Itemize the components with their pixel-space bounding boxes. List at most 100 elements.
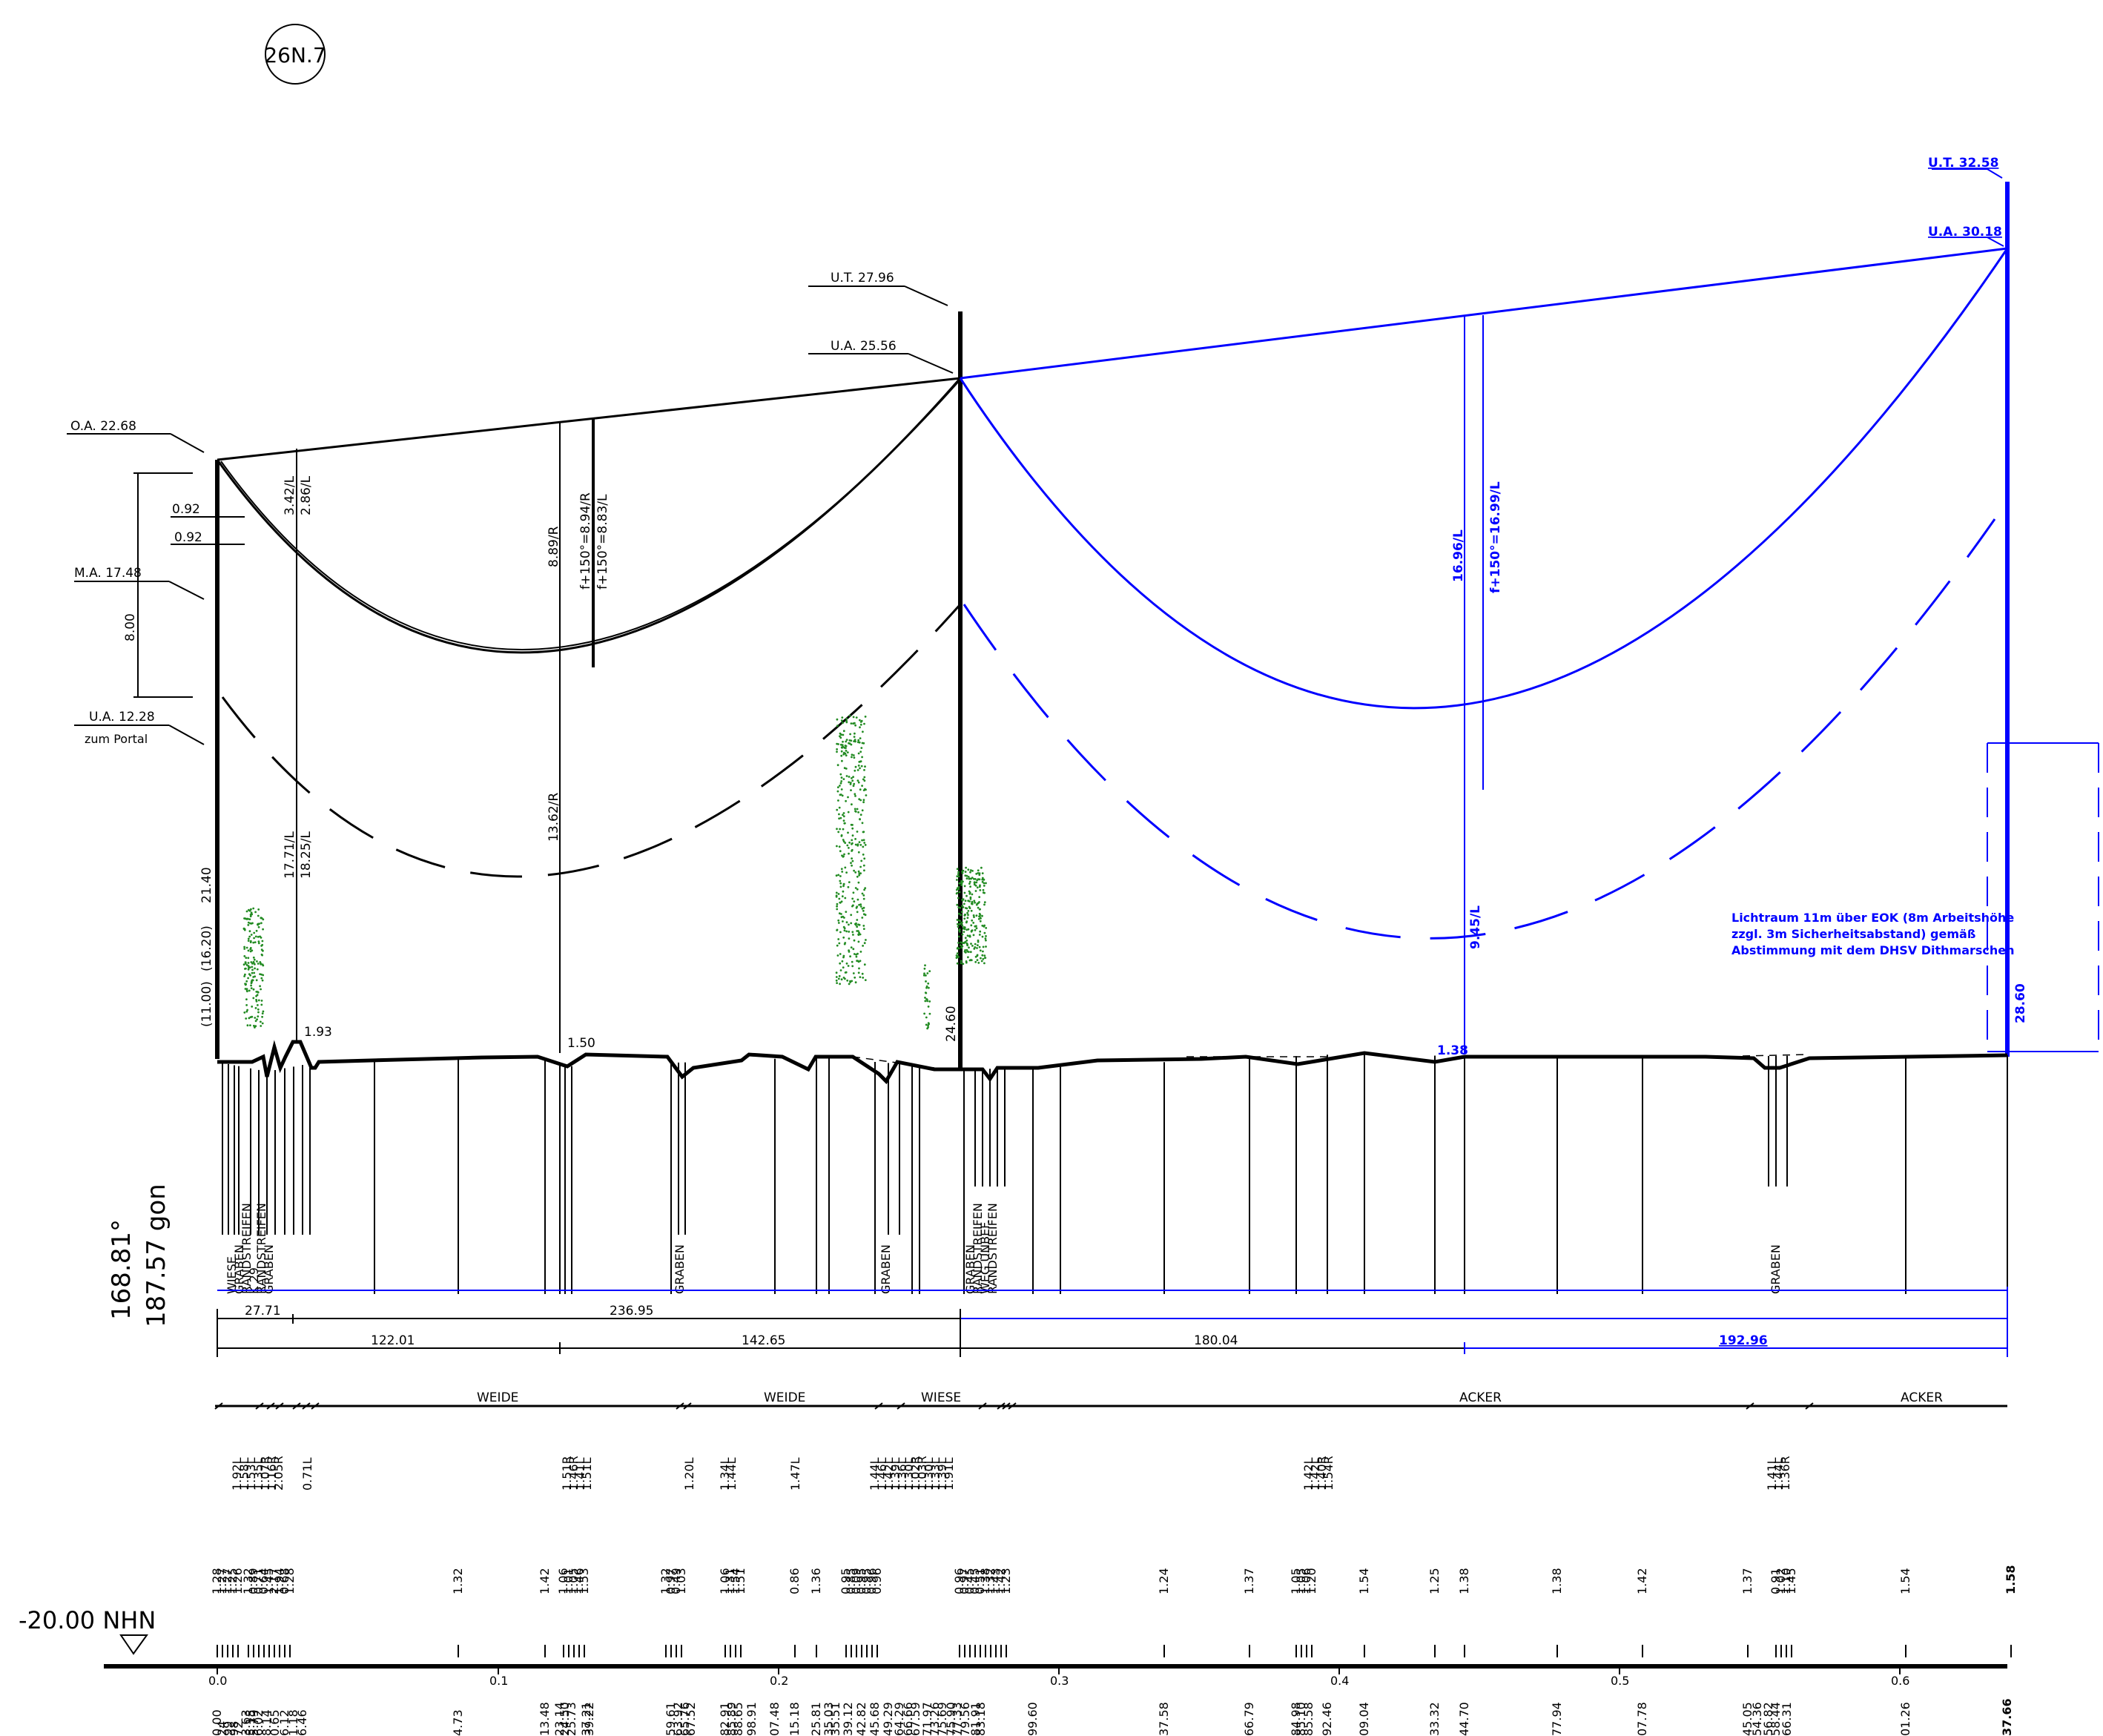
vegetation-point [260, 917, 263, 920]
vegetation-point [965, 939, 968, 942]
vegetation-point [983, 885, 986, 887]
feature-label: RANDSTREIFEN [971, 1203, 985, 1294]
vegetation-point [957, 871, 960, 874]
span2-note-2: zzgl. 3m Sicherheitsabstand) gemäß [1731, 927, 1975, 941]
elevation-value: 0.49 [669, 1568, 683, 1594]
vegetation-point [248, 930, 251, 933]
vegetation-point [247, 957, 250, 960]
landuse-ticks [214, 1402, 1814, 1410]
vegetation-point [855, 922, 857, 925]
elevation-value: 1.28 [283, 1568, 297, 1594]
elevation-value: 1.45 [1784, 1568, 1798, 1594]
clearance-value: 1.47L [788, 1457, 802, 1491]
station-value: 67.59 [908, 1702, 922, 1736]
vegetation-point [856, 769, 859, 771]
vegetation-point [254, 963, 256, 966]
vegetation-point [983, 903, 986, 906]
vegetation-point [253, 937, 255, 940]
vegetation-point [261, 1022, 264, 1025]
vegetation-point [963, 885, 966, 888]
station-value: 37.66 [2000, 1698, 2014, 1736]
vegetation-point [859, 872, 862, 875]
vegetation-point [924, 1000, 927, 1003]
clearance-value: 1.30L [902, 1457, 916, 1491]
vegetation-point [977, 962, 980, 964]
clearance-value: 1.30L [922, 1457, 936, 1491]
elevations-row: 1.281.271.271.251.261.320.890.710.641.45… [210, 1565, 2018, 1594]
vegetation-point [972, 922, 975, 924]
vegetation-point [854, 795, 856, 797]
vegetation-point [247, 977, 249, 980]
vegetation-point [842, 730, 845, 733]
vegetation-point [856, 779, 859, 782]
span1-sag-near-1: 3.42/L [283, 475, 297, 515]
vegetation-point [979, 930, 982, 933]
vegetation-point [857, 933, 859, 936]
station-value: 77.94 [1550, 1702, 1564, 1736]
elevation-value: 1.31 [723, 1568, 737, 1594]
vegetation-point [976, 954, 979, 957]
feature-label: RANDSTREIFEN [254, 1203, 268, 1294]
vegetation-point [851, 756, 853, 759]
vegetation-point [243, 955, 246, 957]
elevation-value: 1.01 [561, 1568, 575, 1594]
vegetation-point [840, 750, 843, 753]
vegetation-point [970, 909, 973, 912]
feature-label: K 29 [247, 1267, 261, 1294]
vegetation-point [848, 881, 851, 883]
dim-142-65: 142.65 [742, 1333, 785, 1348]
vegetation-point [858, 841, 861, 843]
vegetation-point [852, 948, 855, 951]
vegetation-point [861, 972, 864, 975]
vegetation-point [862, 845, 865, 848]
vegetation-point [850, 789, 852, 791]
elevation-value: 1.37 [1740, 1568, 1754, 1594]
vegetation-point [836, 982, 838, 984]
vegetation-point [960, 962, 963, 965]
vegetation-point [977, 939, 980, 942]
vegetation-point [249, 915, 252, 917]
station-value: 54.36 [1750, 1702, 1764, 1736]
clearance-value: 1.41L [573, 1457, 587, 1491]
vegetation-point [252, 956, 255, 959]
vegetation-point [967, 876, 970, 878]
vegetation-point [854, 740, 856, 743]
feature-label: RANDSTREIFEN [986, 1203, 1000, 1294]
vegetation-point [861, 907, 864, 910]
vegetation-point [856, 808, 859, 811]
span1-sag-near-2: 2.86/L [299, 475, 314, 515]
vegetation-point [839, 850, 842, 853]
station-value: 84.98 [1289, 1702, 1303, 1736]
vegetation-point [835, 979, 838, 982]
vegetation-point [981, 935, 984, 938]
vegetation-point [851, 864, 853, 867]
vegetation-point [983, 882, 986, 885]
vegetation-point [925, 974, 927, 977]
vegetation-point [853, 736, 856, 738]
km-label: 0.3 [1050, 1674, 1069, 1688]
vegetation-point [257, 936, 260, 938]
vegetation-point [857, 870, 860, 873]
vegetation-point [848, 951, 851, 953]
vegetation-point [253, 1024, 255, 1027]
vegetation-point [851, 857, 853, 859]
vegetation-point [969, 871, 971, 874]
vegetation-point [260, 1000, 263, 1002]
vegetation-point [851, 980, 854, 983]
elevation-value: 1.05 [1289, 1568, 1303, 1594]
vegetation-point [957, 912, 960, 915]
vegetation-point [262, 964, 265, 967]
vegetation-point [978, 896, 981, 898]
ground-original [852, 1054, 1810, 1069]
vegetation-point [863, 942, 866, 945]
elevation-value: 1.06 [1299, 1568, 1313, 1594]
elevation-value: 0.96 [870, 1568, 884, 1594]
vegetation-point [976, 959, 979, 961]
vegetation-point [853, 869, 855, 872]
vegetation-point [863, 869, 865, 872]
station-value: 25.73 [564, 1702, 578, 1736]
span2-ground-clear: 1.38 [1437, 1043, 1468, 1058]
vegetation-point [854, 838, 856, 840]
station-value: 37.58 [1157, 1702, 1171, 1736]
